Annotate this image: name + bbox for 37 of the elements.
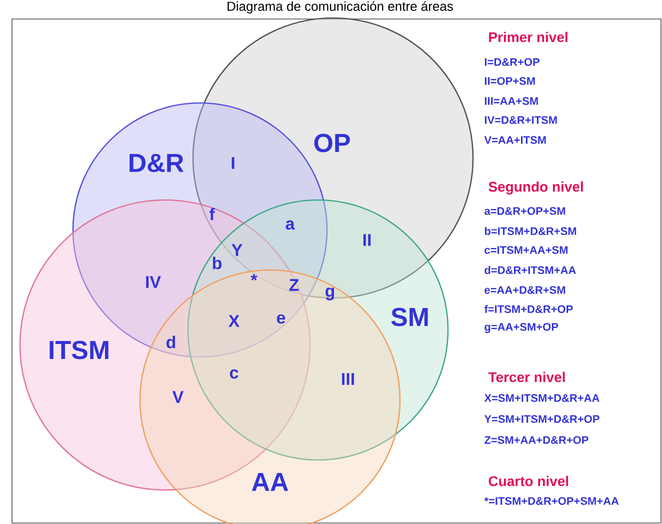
region-label: X [228, 315, 240, 327]
legend-entry: Z=SM+AA+D&R+OP [484, 436, 588, 444]
legend-entry: c=ITSM+AA+SM [484, 246, 568, 254]
legend-heading: Cuarto nivel [488, 476, 568, 486]
region-label: V [172, 391, 184, 403]
region-label: III [342, 373, 354, 385]
region-label: f [209, 208, 215, 220]
legend-entry: e=AA+D&R+SM [484, 286, 566, 294]
region-label: e [276, 314, 286, 324]
legend-entry: III=AA+SM [484, 97, 538, 105]
title: Diagrama de comunicación entre áreas [228, 1, 453, 14]
region-label: a [286, 220, 295, 230]
legend-entry: IV=D&R+ITSM [484, 116, 557, 124]
region-label: g [326, 288, 334, 300]
region-label: I [232, 157, 234, 169]
region-label: IV [146, 276, 161, 288]
legend-entry: I=D&R+OP [484, 58, 540, 66]
region-label: b [212, 256, 222, 270]
legend-entry: a=D&R+OP+SM [484, 207, 566, 215]
region-label: Y [232, 244, 242, 256]
region-label: * [250, 274, 258, 280]
legend-entry: f=ITSM+D&R+OP [484, 304, 573, 314]
region-label: II [363, 234, 371, 246]
legend-entry: II=OP+SM [484, 77, 535, 85]
legend-entry: V=AA+ITSM [484, 136, 546, 144]
legend-entry: b=ITSM+D&R+SM [484, 226, 576, 236]
legend-entry: g=AA+SM+OP [484, 323, 558, 333]
legend-entry: d=D&R+ITSM+AA [484, 266, 576, 274]
legend-entry: X=SM+ITSM+D&R+AA [484, 394, 600, 402]
region-label: c [230, 369, 238, 379]
region-label: d [166, 336, 176, 348]
legend-heading: Tercer nivel [488, 372, 565, 382]
region-label: Z [289, 279, 299, 291]
legend-heading: Primer nivel [489, 32, 568, 42]
legend-entry: Y=SM+ITSM+D&R+OP [484, 415, 600, 423]
legend-heading: Segundo nivel [488, 181, 583, 195]
legend-entry: *=ITSM+D&R+OP+SM+AA [484, 497, 619, 505]
